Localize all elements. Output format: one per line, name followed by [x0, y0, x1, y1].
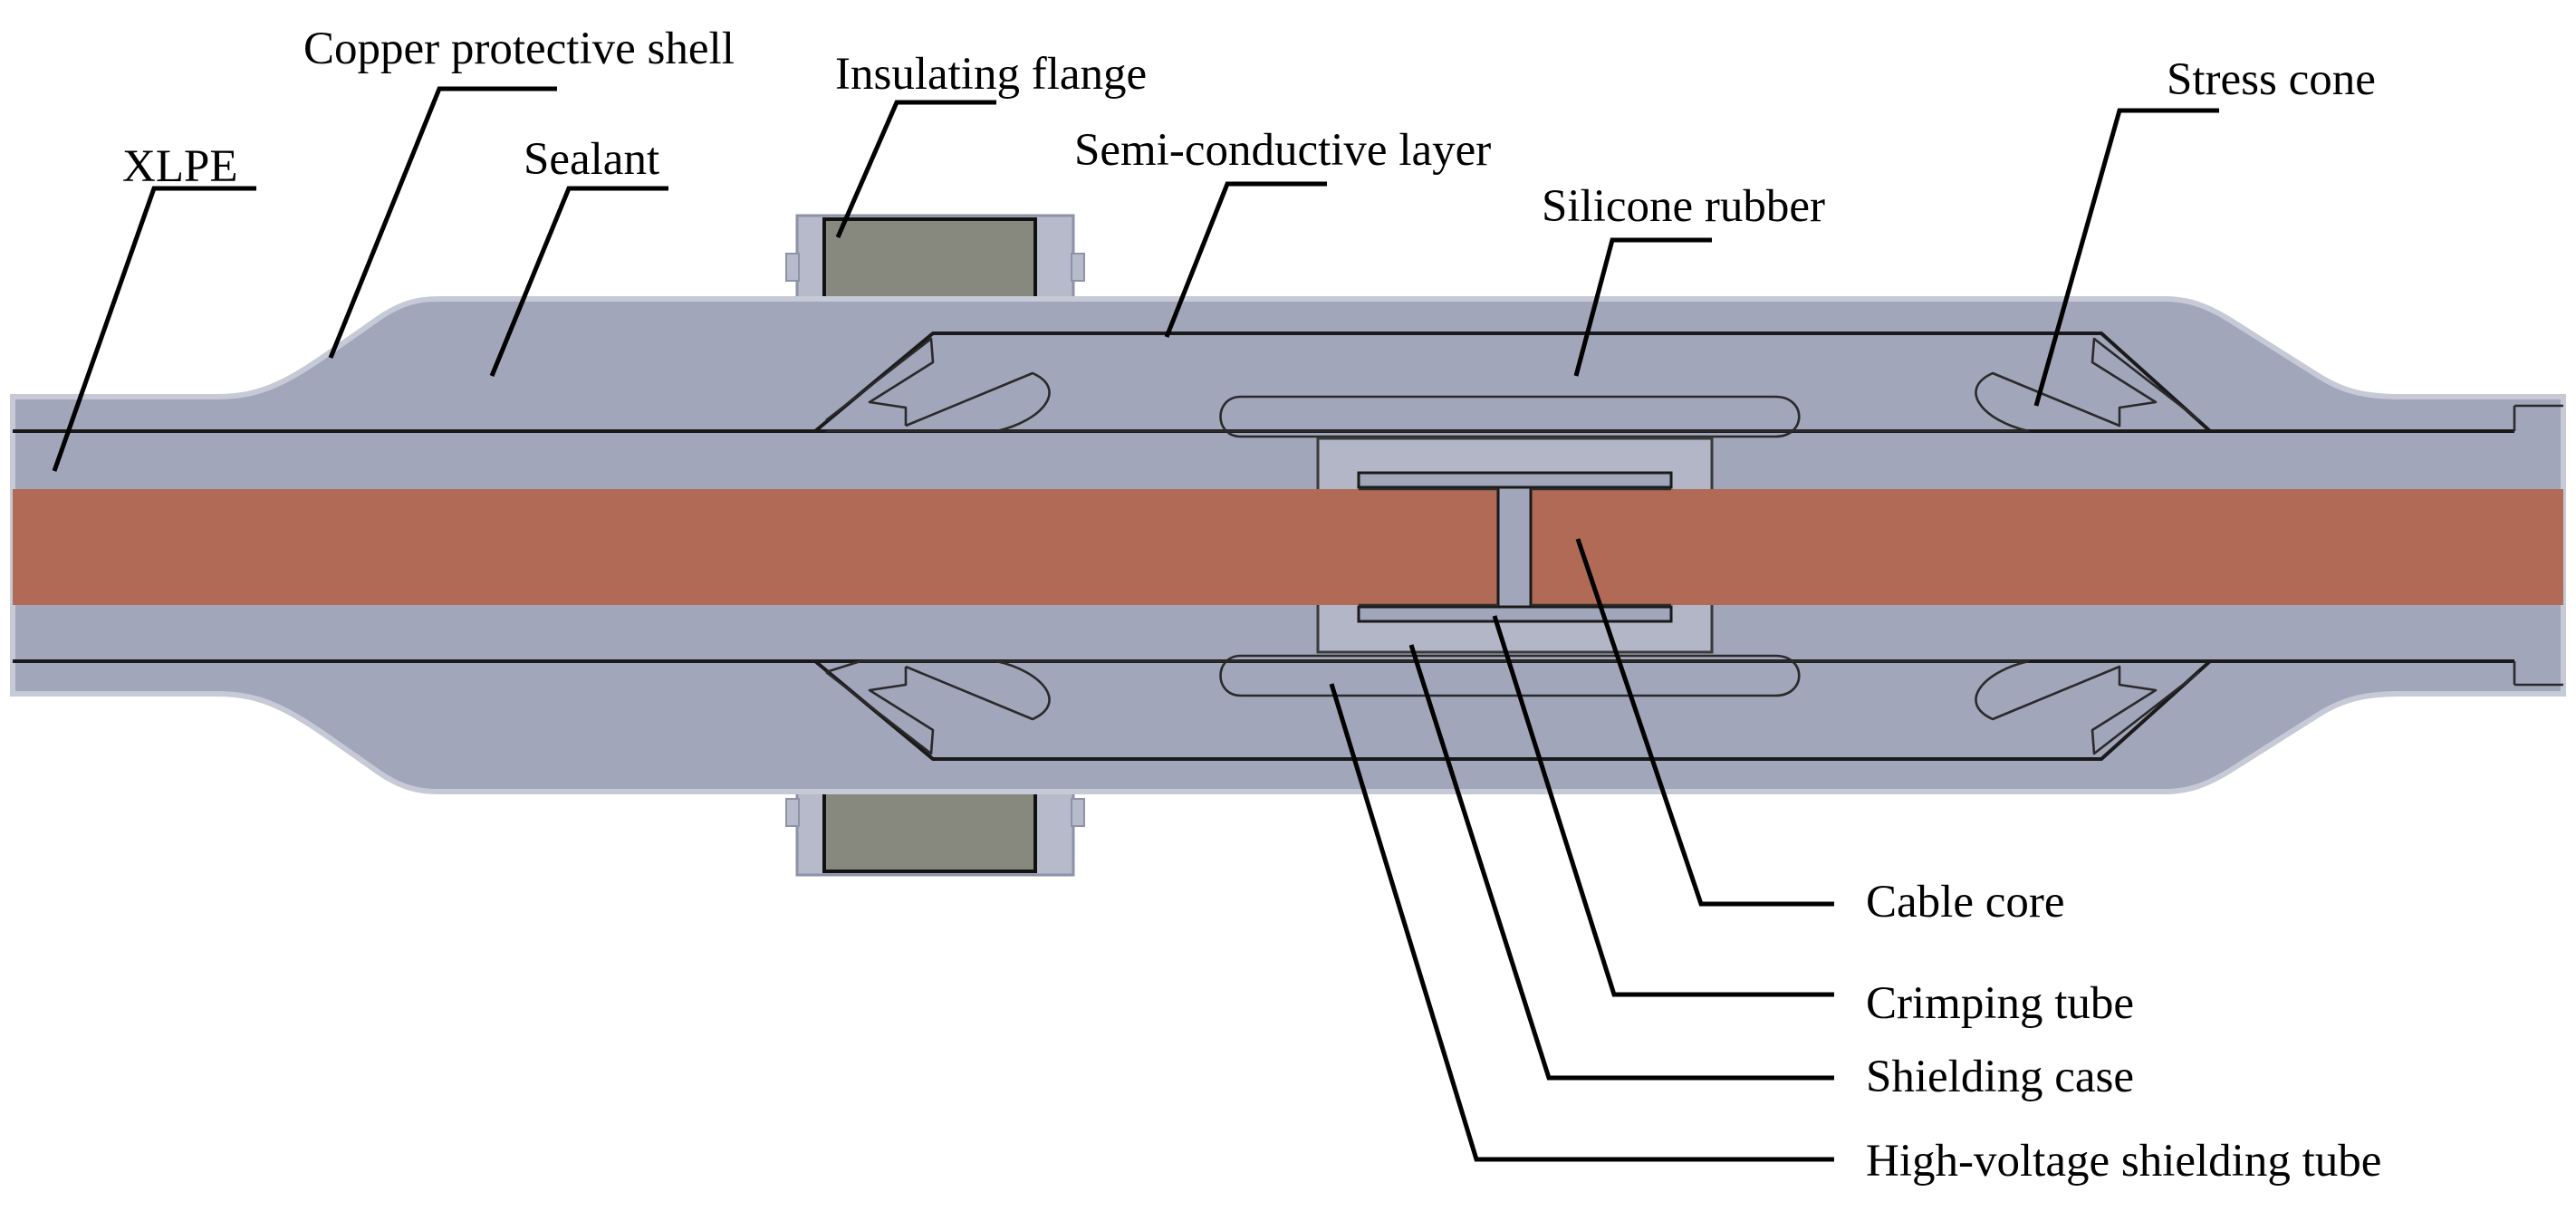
cable-core: [13, 489, 2563, 605]
leader-high-voltage-shielding-tube: [1329, 683, 1834, 1162]
high-voltage-shielding-tube: [1219, 395, 1801, 697]
leader-stress-cone: [2033, 108, 2219, 407]
leader-copper-protective-shell: [328, 86, 557, 359]
leader-semi-conductive-layer: [1164, 181, 1327, 338]
label-xlpe: XLPE: [122, 141, 238, 192]
insulating-flange: [785, 214, 1085, 877]
label-high-voltage-shielding-tube: High-voltage shielding tube: [1866, 1136, 2381, 1187]
label-silicone-rubber: Silicone rubber: [1542, 181, 1825, 232]
stress-cone: [825, 337, 2200, 755]
silicone-rubber: [813, 332, 2212, 761]
leader-sealant: [489, 186, 668, 377]
crimping-tube: [1357, 471, 1673, 623]
label-shielding-case: Shielding case: [1866, 1052, 2134, 1102]
leader-shielding-case: [1408, 644, 1834, 1081]
leader-silicone-rubber: [1573, 237, 1712, 377]
label-copper-protective-shell: Copper protective shell: [303, 24, 735, 74]
semi-conductive-layer: [13, 404, 2563, 687]
leader-insulating-flange: [835, 100, 996, 238]
label-crimping-tube: Crimping tube: [1866, 978, 2134, 1029]
label-cable-core: Cable core: [1866, 877, 2064, 927]
label-stress-cone: Stress cone: [2167, 54, 2376, 105]
leader-xlpe: [52, 186, 256, 472]
label-semi-conductive-layer: Semi-conductive layer: [1074, 125, 1491, 176]
leader-crimping-tube: [1492, 615, 1834, 997]
label-insulating-flange: Insulating flange: [835, 49, 1147, 100]
leader-cable-core: [1575, 538, 1834, 907]
label-sealant: Sealant: [524, 134, 659, 185]
